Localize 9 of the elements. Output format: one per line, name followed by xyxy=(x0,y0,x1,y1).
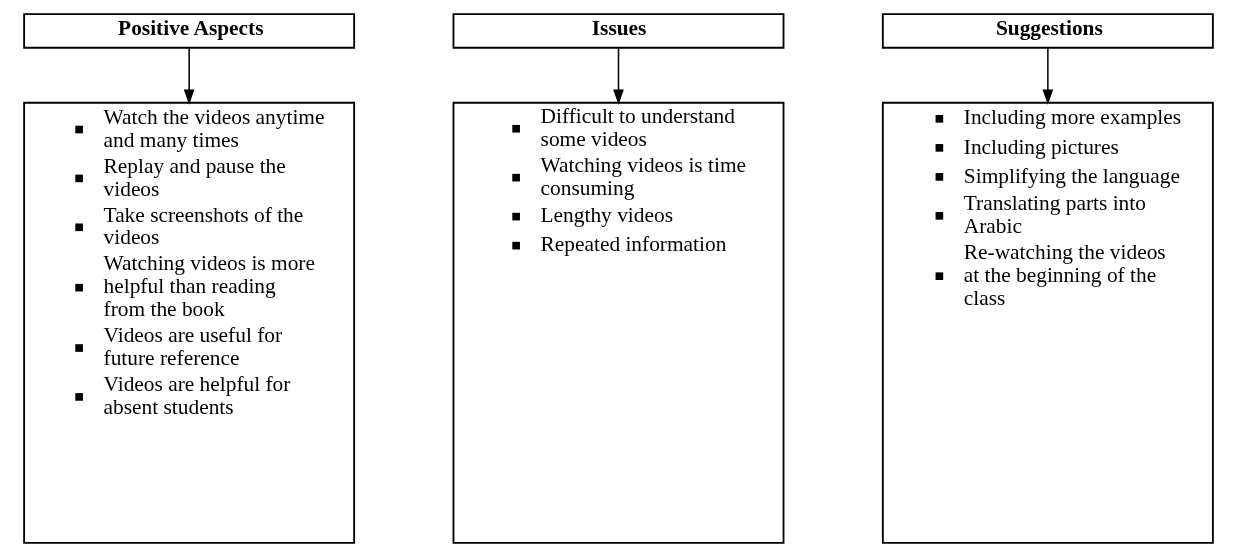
arrow xyxy=(613,47,624,105)
node-box: Including more examples Including pictures Simplifying the language Translating parts into Arabic Re-watching the videos at the beginning of the class xyxy=(881,101,1214,544)
node-box: Suggestions xyxy=(881,13,1214,49)
node-box: Difficult to understand some videos Watching videos is time consuming Lengthy videos Repeated information xyxy=(452,101,785,544)
arrow xyxy=(183,47,195,105)
node-box: Issues xyxy=(452,13,785,49)
arrow xyxy=(1042,47,1054,105)
node-box: Watch the videos anytime and many times Replay and pause the videos Take screenshots of the videos Watching videos is more helpful than reading from the book Videos are useful for future reference Videos are helpful for absent students xyxy=(23,101,356,544)
node-box: Positive Aspects xyxy=(23,13,356,49)
